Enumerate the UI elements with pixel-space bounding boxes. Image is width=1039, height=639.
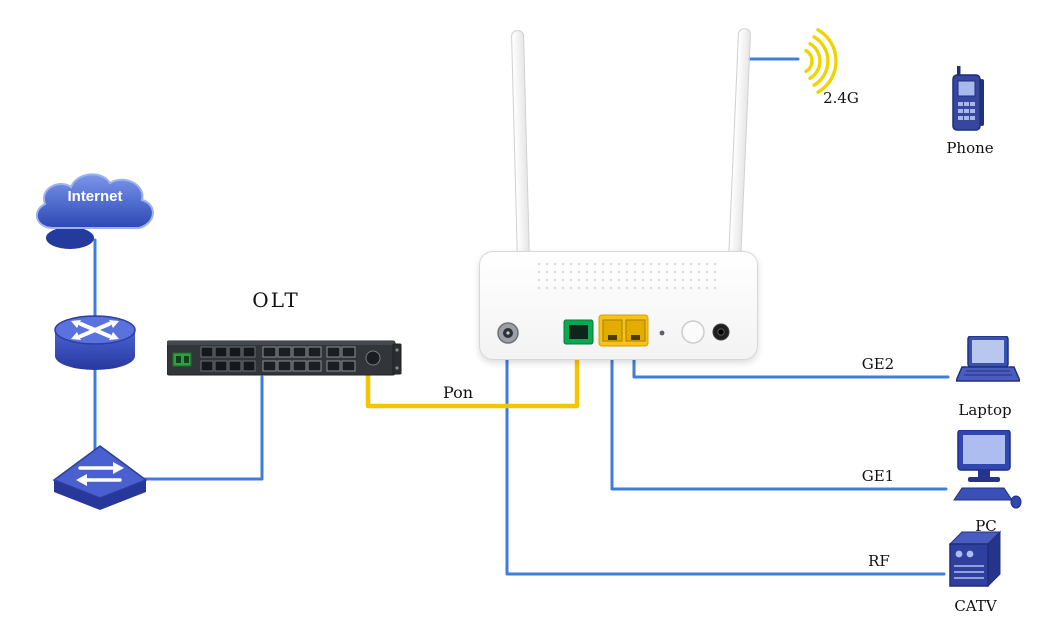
olt-label: OLT [252, 288, 300, 312]
pon-port [563, 319, 594, 345]
internet-cloud-icon [28, 166, 162, 254]
router-icon [53, 308, 137, 374]
pon-label: Pon [442, 383, 474, 402]
phone-icon [950, 66, 990, 136]
wifi-signal-icon [796, 24, 866, 100]
catv-label: CATV [954, 597, 997, 615]
wire-rf [505, 354, 946, 576]
wire-ge1 [610, 354, 948, 491]
phone-label: Phone [946, 139, 994, 157]
catv-icon [946, 530, 1004, 592]
dc-jack [712, 323, 730, 341]
vent-holes [535, 260, 720, 294]
internet-label: Internet [67, 188, 123, 205]
pc-label: PC [975, 517, 997, 535]
wire-switch-olt [138, 375, 264, 481]
wire-pon [365, 353, 580, 409]
laptop-label: Laptop [958, 401, 1012, 419]
ge2-label: GE2 [861, 355, 895, 373]
power-button [681, 320, 705, 344]
wire-ge2 [632, 354, 950, 379]
rf-label: RF [868, 552, 890, 570]
pc-icon [950, 430, 1022, 514]
ge-ports [598, 314, 649, 347]
coax-port [497, 322, 519, 344]
laptop-icon [956, 336, 1020, 396]
reset-hole [659, 330, 665, 336]
ge1-label: GE1 [861, 467, 895, 485]
onu-device [479, 251, 758, 360]
wifi-label: 2.4G [823, 89, 859, 107]
olt-device [167, 338, 403, 378]
switch-icon [52, 444, 148, 514]
